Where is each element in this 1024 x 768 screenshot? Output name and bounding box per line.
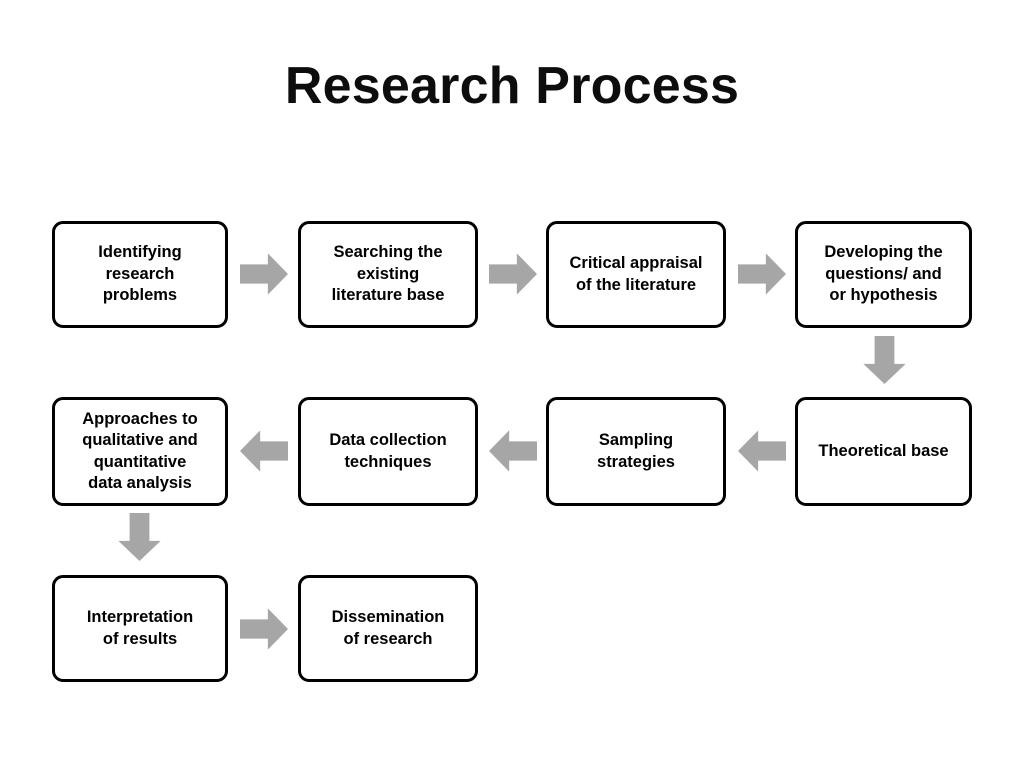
process-box-label: Dissemination of research — [331, 608, 445, 648]
process-box-label: Developing the questions/ and or hypothe… — [824, 243, 943, 305]
arrow-down-icon-n8-n9 — [118, 513, 161, 561]
process-box-approaches-to-data-analysis[interactable]: Approaches to qualitative and quantitati… — [52, 397, 228, 506]
arrow-right-icon-n2-n3 — [489, 253, 537, 295]
page-title: Research Process — [284, 57, 740, 115]
process-box-sampling-strategies[interactable]: Sampling strategies — [546, 397, 726, 506]
arrow-down-icon-n4-n5 — [863, 336, 906, 384]
process-box-interpretation-of-results[interactable]: Interpretation of results — [52, 575, 228, 682]
process-box-label: Sampling strategies — [597, 431, 675, 471]
arrow-right-icon-n1-n2 — [240, 253, 288, 295]
process-box-identifying-research-problems[interactable]: Identifying research problems — [52, 221, 228, 328]
process-box-dissemination-of-research[interactable]: Dissemination of research — [298, 575, 478, 682]
process-box-data-collection-techniques[interactable]: Data collection techniques — [298, 397, 478, 506]
arrow-left-icon-n5-n6 — [738, 430, 786, 472]
process-box-theoretical-base[interactable]: Theoretical base — [795, 397, 972, 506]
arrow-left-icon-n6-n7 — [489, 430, 537, 472]
process-box-searching-existing-literature-base[interactable]: Searching the existing literature base — [298, 221, 478, 328]
process-box-label: Identifying research problems — [98, 243, 182, 305]
arrow-right-icon-n3-n4 — [738, 253, 786, 295]
process-box-developing-questions-hypothesis[interactable]: Developing the questions/ and or hypothe… — [795, 221, 972, 328]
process-box-critical-appraisal-of-literature[interactable]: Critical appraisal of the literature — [546, 221, 726, 328]
arrow-left-icon-n7-n8 — [240, 430, 288, 472]
process-box-label: Critical appraisal of the literature — [569, 254, 703, 294]
process-box-label: Theoretical base — [818, 441, 949, 460]
process-box-label: Searching the existing literature base — [331, 243, 445, 305]
process-box-label: Interpretation of results — [86, 608, 194, 648]
arrow-right-icon-n9-n10 — [240, 608, 288, 650]
process-box-label: Approaches to qualitative and quantitati… — [82, 409, 198, 492]
process-box-label: Data collection techniques — [329, 431, 447, 471]
